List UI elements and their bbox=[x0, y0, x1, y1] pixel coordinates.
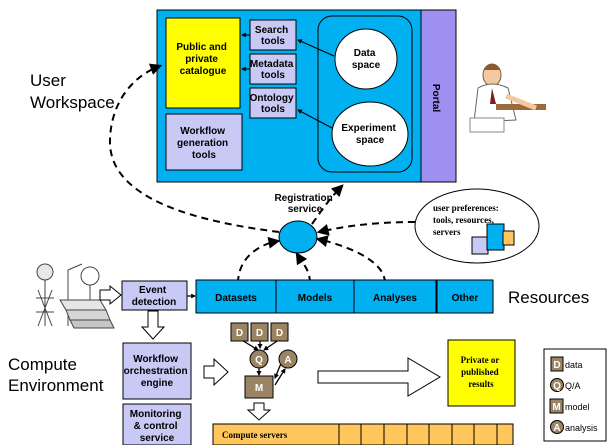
other-label: Other bbox=[452, 293, 479, 304]
user-preferences: user preferences: tools, resources, serv… bbox=[414, 188, 540, 264]
portal-label: Portal bbox=[430, 84, 441, 113]
experiment-space[interactable] bbox=[331, 101, 409, 167]
event-detection-box[interactable] bbox=[121, 280, 188, 311]
arrow-engine-to-workflow bbox=[203, 357, 229, 387]
preferences-icon-blue bbox=[486, 223, 505, 251]
analyses-box[interactable] bbox=[353, 279, 437, 314]
legend-analysis-letter: A bbox=[553, 423, 560, 434]
arrow-experiment-to-ontology bbox=[297, 109, 333, 129]
catalogue-label: Public and private catalogue bbox=[176, 42, 229, 77]
other-box[interactable] bbox=[436, 279, 494, 314]
registration-service-node[interactable] bbox=[278, 220, 318, 254]
workflow-orchestration-engine-box[interactable] bbox=[122, 342, 192, 400]
arrow-workflow-to-results bbox=[317, 357, 441, 397]
node-model[interactable] bbox=[244, 375, 274, 399]
node-data-3-label: D bbox=[276, 328, 283, 339]
user-workspace-label: User Workspace bbox=[30, 71, 115, 112]
node-data-2[interactable] bbox=[250, 322, 269, 342]
arrow-event-to-workflow bbox=[140, 310, 166, 340]
workflow-generation-tools-box[interactable] bbox=[165, 113, 243, 171]
arrow-dataspace-to-search bbox=[297, 39, 335, 57]
connector-models-to-registration bbox=[295, 251, 311, 284]
metadata-tools-box[interactable] bbox=[249, 53, 297, 85]
arrow-workflow-to-servers bbox=[246, 402, 272, 421]
event-flow-arrows bbox=[99, 284, 196, 340]
monitoring-control-service-label: Monitoring & control service bbox=[130, 409, 184, 444]
datasets-label: Datasets bbox=[215, 293, 257, 304]
sensor-station-illustration bbox=[36, 263, 115, 329]
workflow-orchestration-engine-label: Workflow orchestration engine bbox=[124, 354, 191, 389]
experiment-space-label: Experiment space bbox=[341, 123, 398, 146]
connector-preferences-to-registration bbox=[316, 221, 416, 236]
resource-bar: Event detection Datasets Models Analyses… bbox=[121, 279, 494, 314]
node-data-3[interactable] bbox=[270, 322, 289, 342]
node-data-2-label: D bbox=[256, 328, 263, 339]
models-box[interactable] bbox=[275, 279, 355, 314]
legend-qa-label: Q/A bbox=[565, 381, 581, 391]
node-analysis-label: A bbox=[284, 355, 291, 366]
search-tools-box[interactable] bbox=[249, 19, 297, 51]
data-space-label: Data space bbox=[352, 48, 381, 71]
models-label: Models bbox=[298, 293, 333, 304]
connector-datasets-to-registration bbox=[237, 236, 281, 284]
resources-label: Resources bbox=[508, 288, 589, 307]
node-qa[interactable] bbox=[249, 349, 269, 369]
legend-analysis-swatch bbox=[550, 420, 564, 434]
connector-registration-to-portal bbox=[311, 184, 344, 225]
ontology-tools-label: Ontology tools bbox=[250, 93, 297, 115]
legend-model-label: model bbox=[565, 402, 590, 412]
legend: D data Q Q/A M model A analysis bbox=[543, 348, 607, 442]
registration-service-label: Registration service bbox=[274, 193, 335, 215]
search-tools-label: Search tools bbox=[255, 25, 291, 47]
results-label: Private or published results bbox=[461, 355, 502, 389]
data-space[interactable] bbox=[334, 28, 398, 90]
results-box[interactable] bbox=[447, 339, 516, 407]
person-at-desk-illustration bbox=[469, 63, 546, 133]
workflow-graph: D D D Q A M bbox=[230, 322, 298, 399]
arrow-sensor-to-event bbox=[99, 284, 122, 306]
compute-servers: Compute servers bbox=[212, 423, 514, 445]
legend-data-swatch bbox=[550, 356, 564, 372]
legend-model-letter: M bbox=[552, 402, 560, 413]
connector-registration-to-catalogue bbox=[108, 63, 280, 233]
node-analysis[interactable] bbox=[278, 349, 298, 369]
node-model-label: M bbox=[255, 383, 263, 394]
node-qa-label: Q bbox=[255, 355, 263, 366]
node-data-1[interactable] bbox=[230, 322, 249, 342]
event-detection-label: Event detection bbox=[132, 285, 176, 308]
legend-model-swatch bbox=[549, 398, 564, 414]
compute-environment-label: Compute Environment bbox=[8, 355, 104, 395]
workflow-generation-tools-label: Workflow generation tools bbox=[177, 126, 231, 161]
connector-analyses-to-registration bbox=[315, 235, 386, 284]
compute-servers-label: Compute servers bbox=[222, 430, 288, 440]
monitoring-control-service-box[interactable] bbox=[122, 403, 192, 445]
preferences-icon-lavender bbox=[471, 236, 489, 255]
legend-qa-letter: Q bbox=[553, 381, 561, 392]
legend-analysis-label: analysis bbox=[565, 423, 598, 433]
preferences-icon-orange bbox=[502, 230, 515, 246]
user-preferences-label: user preferences: tools, resources, serv… bbox=[433, 203, 501, 237]
node-data-1-label: D bbox=[236, 328, 243, 339]
legend-data-label: data bbox=[565, 360, 583, 370]
metadata-tools-label: Metadata tools bbox=[250, 59, 296, 81]
catalogue-box[interactable] bbox=[165, 17, 241, 109]
portal: Portal Public and private catalogue Sear… bbox=[156, 9, 457, 183]
analyses-label: Analyses bbox=[373, 293, 417, 304]
legend-qa-swatch bbox=[550, 378, 564, 392]
datasets-box[interactable] bbox=[195, 279, 277, 314]
ontology-tools-box[interactable] bbox=[249, 87, 297, 119]
spaces-container bbox=[317, 15, 413, 173]
legend-data-letter: D bbox=[553, 360, 560, 371]
dashed-connectors bbox=[108, 63, 416, 284]
